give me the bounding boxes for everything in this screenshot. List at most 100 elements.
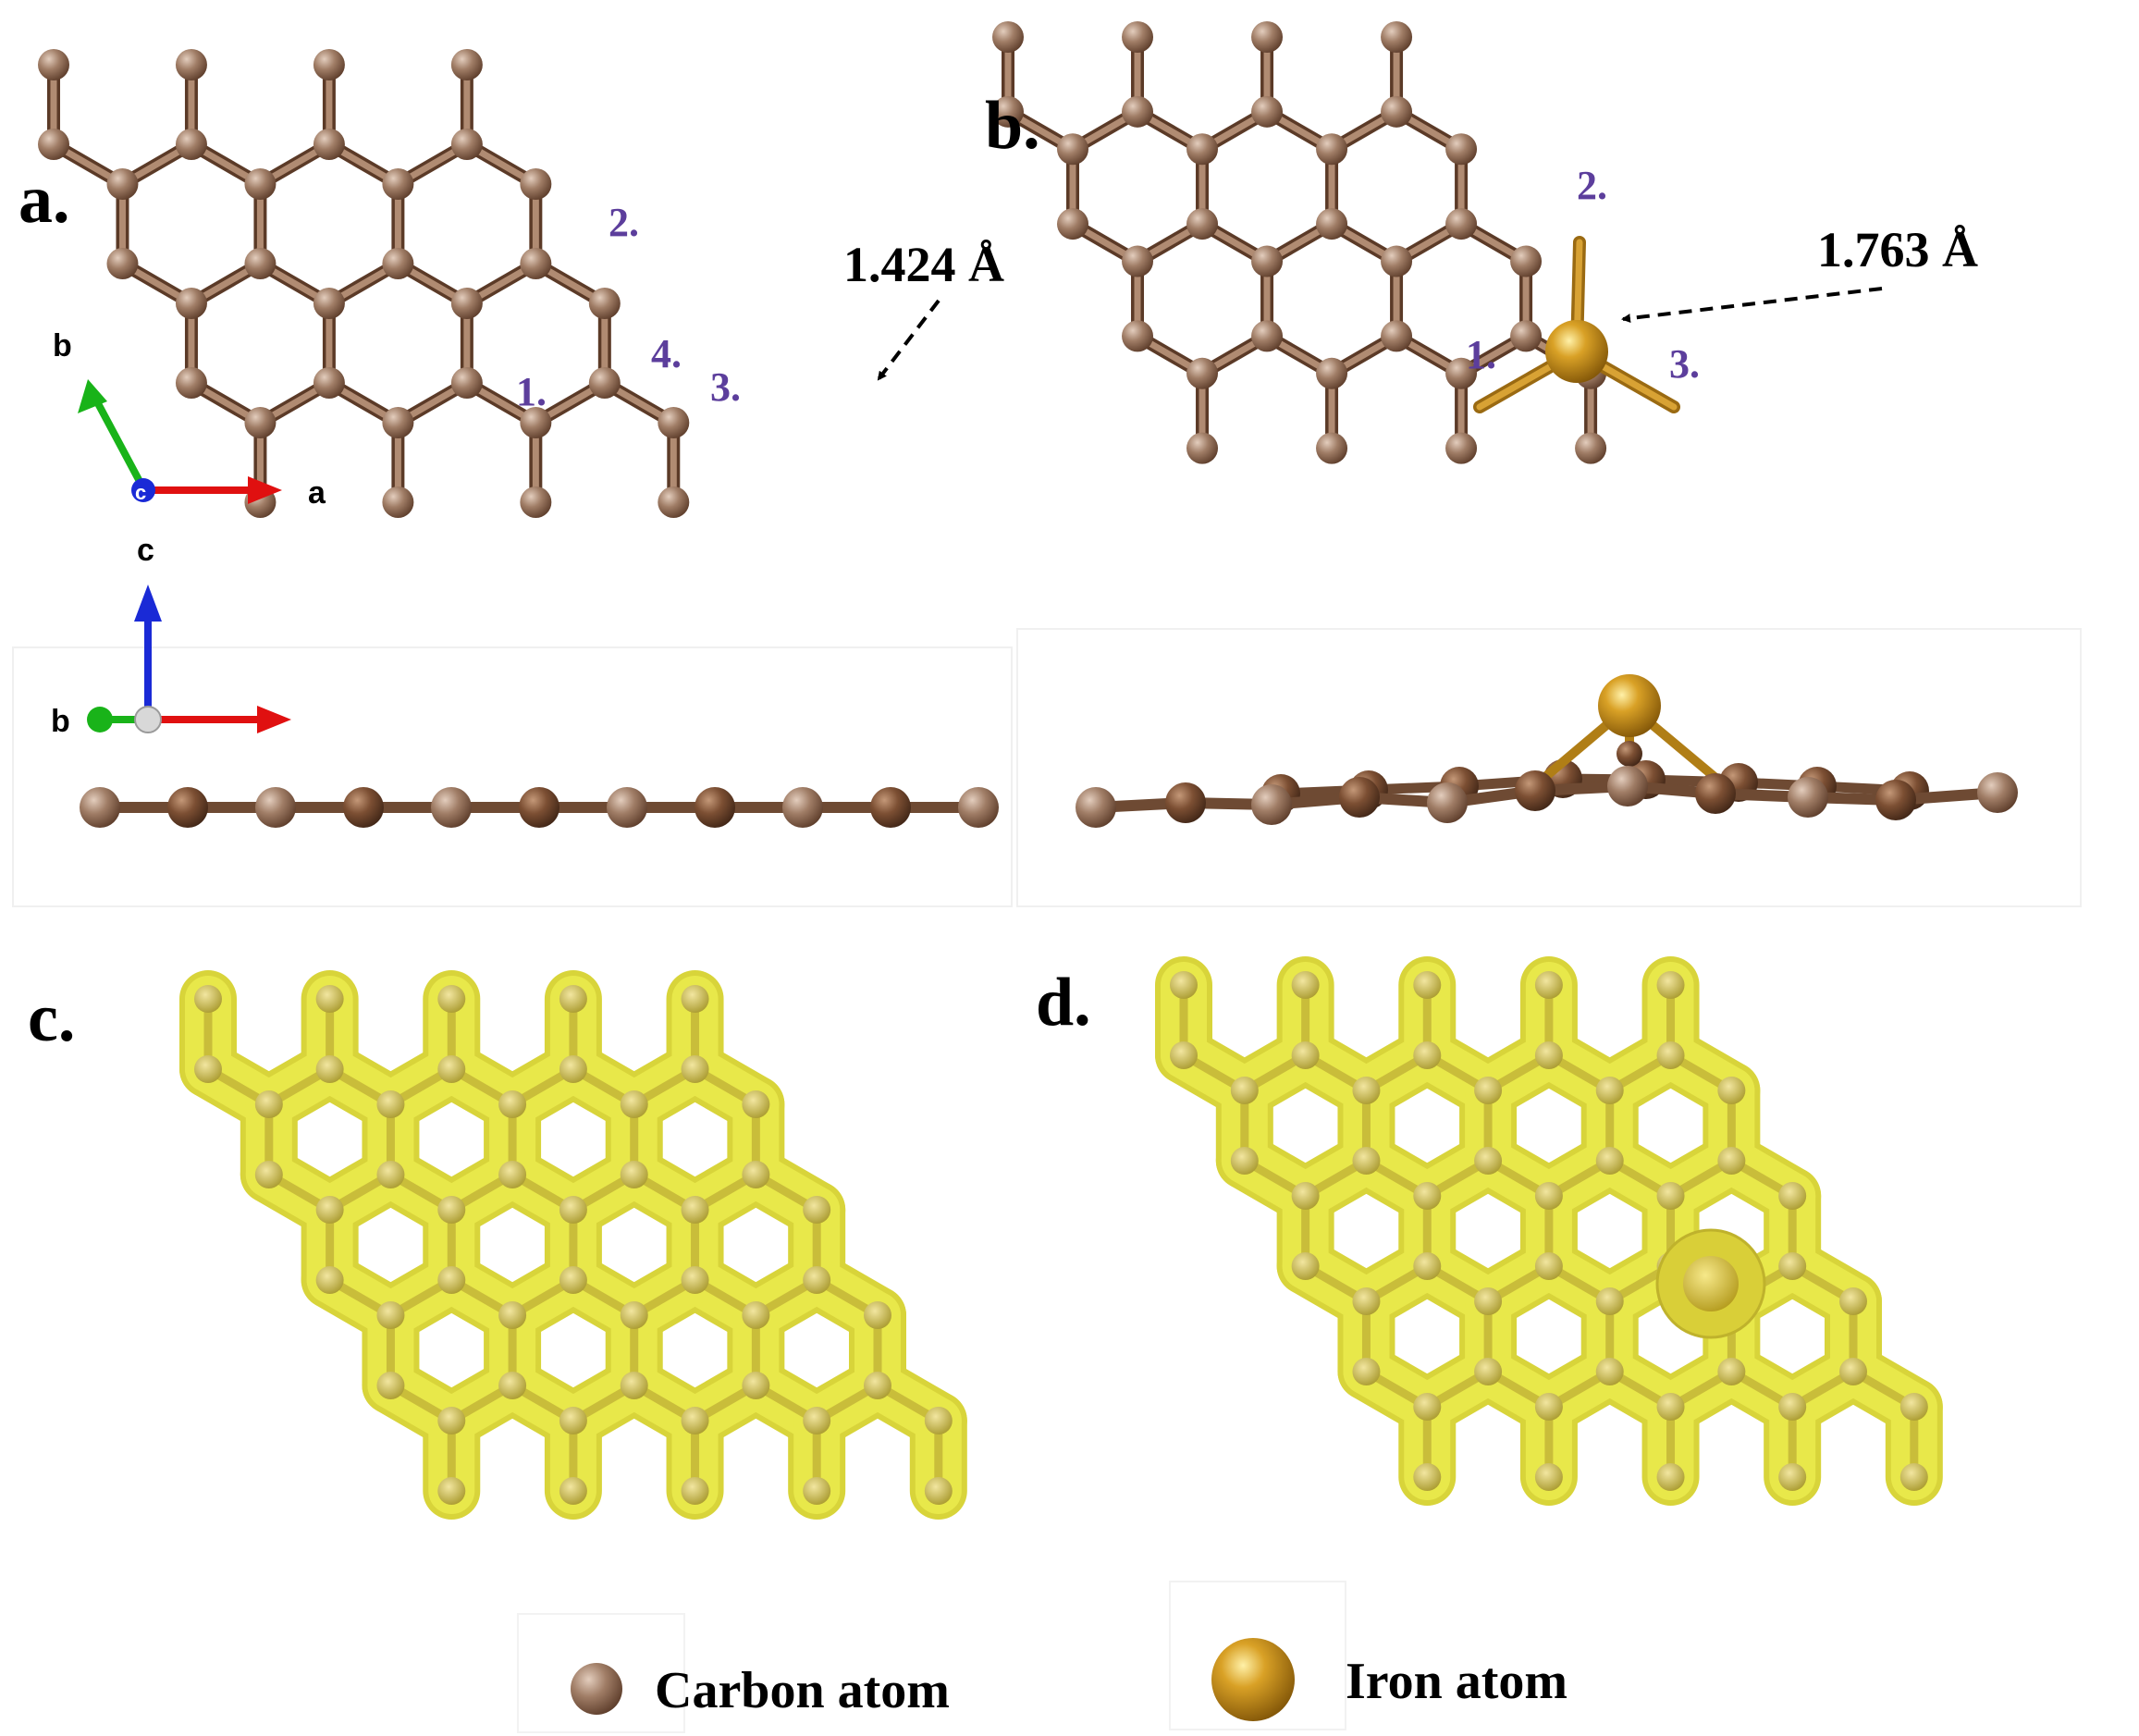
panel-c-inner-carbon-atom	[437, 1266, 466, 1294]
panel-d-inner-carbon-atom	[1170, 971, 1198, 999]
panel-a-side-carbon-atom	[782, 787, 823, 828]
panel-d-inner-carbon-atom	[1534, 1252, 1563, 1280]
panel-a-carbon-atom	[313, 129, 345, 160]
panel-b-carbon-atom	[1186, 432, 1219, 464]
panel-b-carbon-atom	[1381, 95, 1413, 128]
panel-b-side-carbon-atom	[1617, 741, 1642, 767]
panel-d-inner-carbon-atom	[1778, 1393, 1807, 1421]
panel-d-inner-carbon-atom	[1474, 1077, 1503, 1104]
panel-b-carbon-atom	[1316, 357, 1348, 389]
panel-c-inner-carbon-atom	[437, 985, 466, 1013]
legend-iron-label: Iron atom	[1346, 1653, 1567, 1710]
panel-d-inner-carbon-atom	[1474, 1147, 1503, 1175]
panel-c-inner-carbon-atom	[498, 1301, 527, 1329]
panel-c-inner-carbon-atom	[681, 1407, 709, 1434]
panel-d-inner-carbon-atom	[1291, 1182, 1320, 1210]
panel-b-side-carbon-atom	[1977, 772, 2018, 813]
panel-c-inner-carbon-atom	[376, 1301, 405, 1329]
panel-a-carbon-atom	[450, 49, 483, 80]
panel-c-inner-carbon-atom	[742, 1090, 770, 1118]
panel-a-carbon-atom	[175, 288, 207, 319]
legend-iron-marker	[1211, 1638, 1295, 1721]
panel-c-inner-carbon-atom	[681, 1055, 709, 1083]
panel-a-carbon-atom	[244, 248, 277, 279]
panel-a-carbon-atom	[520, 407, 552, 438]
panel-d-inner-carbon-atom	[1717, 1147, 1746, 1175]
panel-d-inner-carbon-atom	[1595, 1358, 1624, 1385]
panel-d-inner-carbon-atom	[1413, 1463, 1442, 1491]
panel-a-bond-arrow	[877, 299, 940, 381]
panel-a-bond-length: 1.424 Å	[843, 237, 1004, 292]
panel-b-atoms	[992, 21, 1680, 464]
panel-d-inner-carbon-atom	[1413, 971, 1442, 999]
panel-d-inner-carbon-atom	[1717, 1077, 1746, 1104]
axis-b-arrowhead	[78, 379, 107, 413]
panel-a-side-carbon-atom	[167, 787, 208, 828]
panel-b-carbon-atom	[1122, 95, 1154, 128]
panel-b-carbon-atom	[1381, 245, 1413, 277]
legend-frame-iron	[1169, 1581, 1346, 1730]
panel-d-inner-carbon-atom	[1413, 1393, 1442, 1421]
panel-b-top-view	[992, 21, 1680, 464]
panel-d-label: d.	[1036, 965, 1091, 1040]
panel-a-top-view	[38, 49, 690, 518]
panel-a-carbon-atom	[450, 129, 483, 160]
panel-b-carbon-atom	[1057, 133, 1089, 166]
panel-b-carbon-atom	[1122, 21, 1154, 53]
panel-c-inner-carbon-atom	[863, 1301, 891, 1329]
panel-c-inner-carbon-atom	[681, 1477, 709, 1505]
panel-a-carbon-atom	[520, 486, 552, 518]
panel-b-side-carbon-atom	[1607, 766, 1648, 806]
panel-d-inner-carbon-atom	[1656, 1463, 1685, 1491]
panel-a-carbon-atom	[175, 129, 207, 160]
panel-b-carbon-atom	[1445, 208, 1478, 240]
panel-d-inner-carbon-atom	[1352, 1077, 1381, 1104]
panel-d-inner-carbon-atom	[1656, 971, 1685, 999]
panel-c-inner-carbon-atom	[559, 985, 587, 1013]
panel-b-carbon-atom	[992, 21, 1024, 53]
panel-d-inner-carbon-atom	[1838, 1287, 1867, 1315]
panel-a-carbon-atom	[313, 367, 345, 399]
panel-b-side-carbon-atom	[1875, 780, 1916, 820]
panel-a-site-2: 2.	[609, 200, 639, 245]
legend: Carbon atom Iron atom	[517, 1581, 1567, 1733]
panel-d-inner-carbon-atom	[1899, 1393, 1928, 1421]
panel-c-inner-carbon-atom	[620, 1301, 648, 1329]
side-view-frame-b	[1016, 628, 2082, 907]
panel-a-carbon-atom	[658, 486, 690, 518]
panel-d-inner-carbon-atom	[1778, 1463, 1807, 1491]
panel-c-inner-carbon-atom	[315, 1055, 344, 1083]
axis-b-arrow	[89, 391, 147, 490]
panel-c-inner-carbon-atom	[315, 1266, 344, 1294]
panel-a-carbon-atom	[106, 168, 139, 200]
panel-b-carbon-atom	[1251, 320, 1284, 352]
axis-a-side-arrowhead	[257, 706, 291, 733]
panel-d-inner-carbon-atom	[1838, 1358, 1867, 1385]
panel-b-carbon-atom	[1575, 432, 1607, 464]
panel-b-carbon-atom	[1251, 95, 1284, 128]
panel-a-carbon-atom	[588, 288, 621, 319]
panel-c-inner-carbon-atom	[254, 1161, 283, 1188]
panel-d-inner-carbon-atom	[1352, 1358, 1381, 1385]
panel-d-inner-carbon-atom	[1595, 1287, 1624, 1315]
panel-d-inner-carbon-atom	[1230, 1077, 1259, 1104]
panel-c-inner-carbon-atom	[376, 1161, 405, 1188]
panel-b-carbon-atom	[1445, 357, 1478, 389]
panel-b-carbon-atom	[1445, 432, 1478, 464]
panel-d-inner-carbon-atom	[1534, 1393, 1563, 1421]
panel-c-inner-carbon-atom	[681, 985, 709, 1013]
panel-d-inner-carbon-atom	[1413, 1041, 1442, 1069]
panel-b-side-carbon-atom	[1427, 782, 1468, 823]
panel-c-inner-carbon-atom	[315, 1196, 344, 1224]
panel-c-inner-carbon-atom	[437, 1477, 466, 1505]
panel-c-inner-carbon-atom	[254, 1090, 283, 1118]
side-view-frame-a	[12, 646, 1013, 907]
panel-b-carbon-atom	[1316, 133, 1348, 166]
panel-d-inner-carbon-atom	[1474, 1287, 1503, 1315]
panel-c-charge-density	[179, 970, 967, 1520]
panel-d-inner-carbon-atom	[1291, 1252, 1320, 1280]
panel-c-inner-carbon-atom	[559, 1055, 587, 1083]
panel-d-inner-carbon-atom	[1656, 1041, 1685, 1069]
panel-d-inner-carbon-atom	[1352, 1287, 1381, 1315]
panel-d-inner-carbon-atom	[1413, 1252, 1442, 1280]
